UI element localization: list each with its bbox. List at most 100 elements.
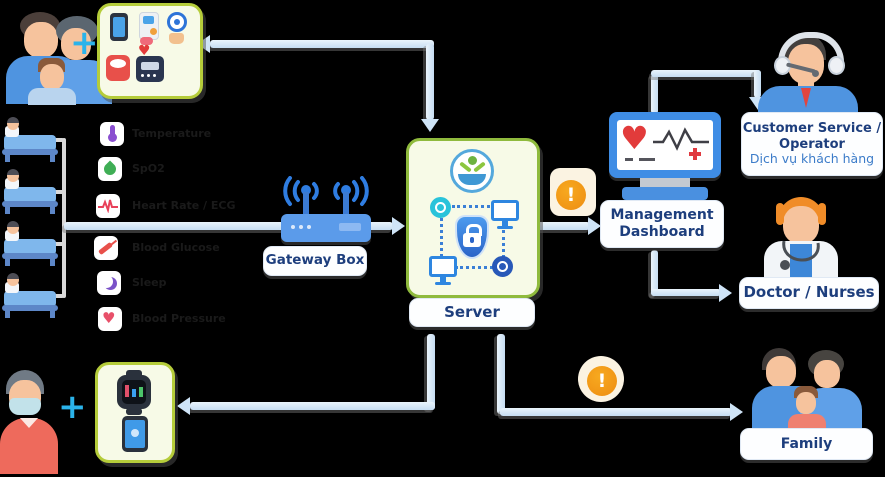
heartbeat-icon: [96, 194, 120, 218]
hair-side: [818, 203, 826, 225]
family-group-icon: [750, 340, 868, 432]
connector-dashboard-to-doctor: [651, 250, 658, 296]
wifi-router-icon: [278, 176, 374, 244]
headset-band: [778, 32, 844, 66]
face: [766, 356, 796, 388]
connector-server-to-dashboard: [537, 222, 590, 230]
doctor-label-text: Doctor / Nurses: [743, 283, 875, 302]
button: [150, 28, 157, 35]
face: [796, 392, 816, 414]
connector-dashboard-to-cs: [651, 70, 761, 77]
face: [61, 28, 91, 60]
connector-patients-to-gateway: [64, 222, 310, 230]
warning-icon: !: [556, 180, 586, 210]
arrowhead-left-icon: [177, 397, 190, 415]
neck: [798, 80, 814, 90]
patients-bracket-line: [62, 138, 66, 298]
torso: [28, 88, 76, 105]
led: [299, 225, 303, 229]
tie: [801, 88, 811, 108]
headset-mic: [812, 70, 819, 77]
screen: [125, 420, 145, 448]
arrowhead-right-icon: [392, 217, 405, 235]
vital-label: Heart Rate / ECG: [132, 199, 236, 212]
patient-in-bed-icon: [2, 221, 58, 267]
operator-headset-icon: [752, 28, 864, 116]
button: [141, 74, 144, 77]
dotted-link: [440, 218, 443, 257]
led: [291, 225, 295, 229]
connector-dashboard-to-cs: [651, 74, 658, 114]
dashboard-label: Management Dashboard: [600, 200, 724, 248]
syringe-icon: [94, 236, 118, 260]
bracket-stub: [54, 294, 64, 298]
heart-icon: ♥: [138, 43, 151, 59]
vital-label: Blood Pressure: [132, 312, 226, 325]
monitor-neck: [640, 178, 690, 187]
led: [307, 225, 311, 229]
blood-drop-icon: [98, 157, 122, 181]
patient-in-bed-icon: [2, 169, 58, 215]
server-label: Server: [409, 298, 535, 327]
monitor-icon: [491, 200, 519, 229]
blood-pressure-monitor-icon: ♥: [136, 44, 164, 82]
connector-devices-to-server-drop: [426, 44, 434, 120]
screen: [113, 17, 125, 37]
button: [153, 74, 156, 77]
dotted-link: [452, 205, 490, 208]
dashboard-label-line1: Management: [610, 207, 714, 224]
coin-hand-icon: [167, 12, 187, 32]
arrowhead-right-icon: [588, 217, 601, 235]
connector-server-to-wearables: [427, 334, 435, 410]
stat-bar: [125, 385, 129, 397]
vital-label: SpO2: [132, 162, 165, 175]
face: [24, 22, 58, 58]
logo-hands: [458, 174, 486, 185]
screen: [141, 62, 159, 70]
doctor-label: Doctor / Nurses: [739, 277, 879, 309]
app-icon: [131, 429, 139, 437]
smartwatch-icon: [116, 370, 152, 415]
scale-display: [110, 59, 126, 68]
connector-devices-to-server: [210, 40, 434, 48]
screen: [143, 16, 154, 24]
router-body: [281, 214, 371, 242]
face-mask: [9, 398, 41, 415]
server-label-text: Server: [444, 302, 500, 321]
dotted-link: [502, 230, 505, 258]
dotted-link: [455, 266, 493, 269]
vital-label: Sleep: [132, 276, 167, 289]
network-node-icon: [430, 197, 451, 218]
plus-icon: +: [70, 23, 99, 63]
health-logo-icon: [450, 149, 494, 193]
connector-server-to-wearables: [190, 402, 435, 410]
connector-dashboard-to-doctor: [651, 289, 721, 296]
vital-label: Blood Glucose: [132, 241, 220, 254]
hair-side: [776, 203, 784, 225]
face: [783, 206, 819, 244]
dashboard-label-line2: Dashboard: [619, 224, 705, 240]
customer-service-label: Customer Service / Operator Dịch vụ khác…: [741, 112, 883, 176]
antenna: [343, 192, 349, 216]
family-label-text: Family: [780, 435, 833, 452]
monitor-icon: [429, 256, 457, 285]
moon-icon: [97, 271, 121, 295]
exclamation-glyph: !: [566, 184, 576, 206]
heart-monitor-screen-icon: ♥: [609, 112, 721, 200]
glucose-meter-icon: [139, 12, 159, 40]
connector-gateway-to-server: [360, 222, 393, 230]
weight-scale-icon: [106, 55, 130, 81]
cs-title-line1: Customer Service /: [742, 121, 882, 137]
connector-server-to-family: [500, 408, 732, 416]
arrowhead-right-icon: [719, 284, 732, 302]
smartphone-icon: [110, 13, 128, 41]
cs-subtitle: Dịch vụ khách hàng: [749, 150, 875, 166]
hand: [169, 33, 184, 44]
monitor-base: [622, 187, 708, 200]
connector-server-to-family: [497, 334, 505, 414]
cross-icon: [693, 148, 697, 160]
lancet: [140, 37, 153, 45]
stat-bar: [132, 389, 136, 397]
warning-icon: !: [587, 366, 617, 396]
connector-dashboard-to-cs: [754, 70, 761, 98]
